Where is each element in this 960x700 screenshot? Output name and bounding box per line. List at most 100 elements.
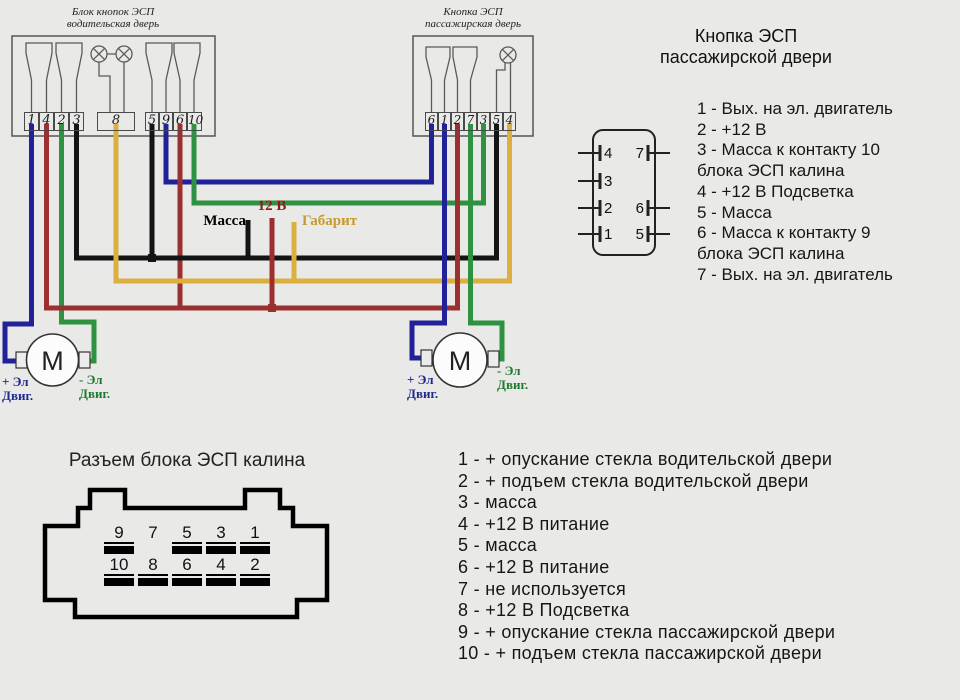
driver-switch-1-symbol: [25, 42, 53, 112]
driver-lamp-leads: [98, 53, 125, 112]
driver-switch-4-symbol: [173, 42, 201, 112]
driver-pin-5: 5: [145, 112, 159, 131]
connector-pin-3-label: 3: [604, 173, 612, 190]
wire-driver1-to-left-motor-blue: [2, 124, 34, 364]
driver-pin-6: 6: [173, 112, 187, 131]
ground-bus-label: Масса: [203, 213, 246, 229]
driver-pin-1: 1: [24, 112, 39, 131]
legend-line: 2 - +12 В: [697, 119, 767, 139]
power-bus-label: 12 В: [257, 198, 287, 214]
passenger-pin-1: 1: [438, 112, 451, 131]
connector-pin-2-label: 2: [604, 200, 612, 217]
passenger-lamp-cross: [501, 48, 515, 62]
legend-line: 7 - Вых. на эл. двигатель: [697, 264, 893, 284]
kalina-pin-6: 6: [171, 556, 203, 586]
passenger-pin-6: 6: [425, 112, 438, 131]
kalina-pin-5: 5: [171, 524, 203, 554]
legend-line: 1 - Вых. на эл. двигатель: [697, 99, 893, 118]
driver-pin-8: 8: [97, 112, 135, 131]
connector-pin-5-label: 5: [636, 226, 644, 243]
driver-pin-2: 2: [54, 112, 69, 131]
driver-pin-3: 3: [69, 112, 84, 131]
left-motor-minus-label: - Эл Двиг.: [79, 372, 111, 401]
right-motor-icon: [432, 332, 488, 388]
legend-line: 8 - +12 В Подсветка: [458, 600, 630, 621]
passenger-block-title-line2: пассажирская дверь: [424, 18, 522, 30]
driver-block-title-line1: Блок кнопок ЭСП: [71, 6, 155, 18]
legend-line: 7 - не используется: [458, 578, 627, 599]
driver-switch-3-symbol: [145, 42, 173, 112]
passenger-pin-5: 5: [490, 112, 503, 131]
wire-backlight-bus-yellow: [113, 124, 512, 284]
passenger-pin-7: 7: [464, 112, 477, 131]
wire-passenger1-to-right-motor-blue: [409, 124, 447, 361]
kalina-pin-8: 8: [137, 556, 169, 586]
legend-line: 4 - +12 В питание: [458, 513, 610, 534]
kalina-pin-7: 7: [148, 523, 158, 542]
right-motor-plus-label: + Эл Двиг.: [407, 372, 439, 401]
kalina-pin-2: 2: [239, 556, 271, 586]
driver-pin-10: 10: [187, 112, 203, 131]
right-motor-terminal-minus: [487, 350, 500, 368]
wire-ground-bus-black: [74, 124, 499, 261]
legend-line: блока ЭСП калина: [697, 243, 845, 263]
junction-dot-ground: [148, 254, 156, 262]
legend-line: 5 - Масса: [697, 202, 772, 222]
kalina-legend-list: 1 - + опускание стекла водительской двер…: [458, 449, 835, 665]
right-motor-terminal-plus: [420, 349, 433, 367]
kalina-connector-title: Разъем блока ЭСП калина: [68, 450, 306, 471]
legend-line: 5 - масса: [458, 535, 538, 556]
legend-line: 2 - + подъем стекла водительской двери: [458, 470, 809, 491]
passenger-pin-2: 2: [451, 112, 464, 131]
passenger-switch-2-symbol: [452, 46, 478, 112]
driver-switch-2-symbol: [55, 42, 83, 112]
driver-pin-4: 4: [39, 112, 54, 131]
left-motor-letter: M: [41, 346, 64, 376]
legend-line: 10 - + подъем стекла пассажирской двери: [458, 643, 822, 664]
kalina-pin-10: 10: [103, 556, 135, 586]
left-motor-icon: [25, 333, 80, 387]
connector-pin-7-label: 7: [636, 145, 644, 162]
driver-pin-9: 9: [159, 112, 173, 131]
left-motor-terminal-minus: [78, 351, 91, 369]
junction-dot-power: [268, 304, 276, 312]
driver-lamp2-cross: [117, 47, 131, 61]
kalina-pin-3: 3: [205, 524, 237, 554]
passenger-lamp-leads: [495, 62, 512, 112]
passenger-pin-4: 4: [503, 112, 516, 131]
legend-line: 1 - + опускание стекла водительской двер…: [458, 449, 833, 469]
kalina-pin-9: 9: [103, 524, 135, 554]
passenger-pin-3: 3: [477, 112, 490, 131]
parking-light-label: Габарит: [302, 213, 358, 229]
connector-pin-6-label: 6: [636, 200, 644, 217]
driver-lamp-cross: [92, 47, 106, 61]
passenger-block-title: Кнопка ЭСП пассажирская дверь: [393, 6, 553, 30]
wire-driver9-to-passenger6-blue: [163, 124, 434, 185]
passenger-lamp-icon: [499, 46, 517, 64]
kalina-pin-1: 1: [239, 524, 271, 554]
legend-line: 6 - Масса к контакту 9: [697, 223, 871, 243]
right-motor-letter: M: [449, 346, 472, 376]
passenger-switch-1-symbol: [425, 46, 451, 112]
passenger-connector-pins: [578, 145, 670, 242]
legend-line: 9 - + опускание стекла пассажирской двер…: [458, 621, 836, 642]
left-motor-plus-label: + Эл Двиг.: [2, 374, 34, 403]
wire-driver10-to-passenger3-green: [191, 124, 486, 206]
passenger-block-title-line1: Кнопка ЭСП: [443, 6, 503, 18]
legend-line: 3 - масса: [458, 492, 538, 513]
left-motor-terminal-plus: [15, 351, 28, 369]
legend-line: 4 - +12 В Подсветка: [697, 181, 854, 201]
connector-pin-4-label: 4: [604, 145, 612, 162]
passenger-connector-outline: [592, 129, 656, 256]
connector-pin-1-label: 1: [604, 226, 612, 243]
right-motor-minus-label: - Эл Двиг.: [497, 363, 529, 392]
legend-line: блока ЭСП калина: [697, 161, 845, 181]
kalina-connector-outline: [42, 487, 330, 620]
passenger-legend-list: 1 - Вых. на эл. двигатель 2 - +12 В 3 - …: [697, 99, 893, 285]
legend-line: 6 - +12 В питание: [458, 556, 610, 577]
driver-block-title-line2: водительская дверь: [66, 18, 160, 30]
driver-block-title: Блок кнопок ЭСП водительская дверь: [33, 6, 193, 30]
wire-power-bus-red: [44, 124, 460, 311]
